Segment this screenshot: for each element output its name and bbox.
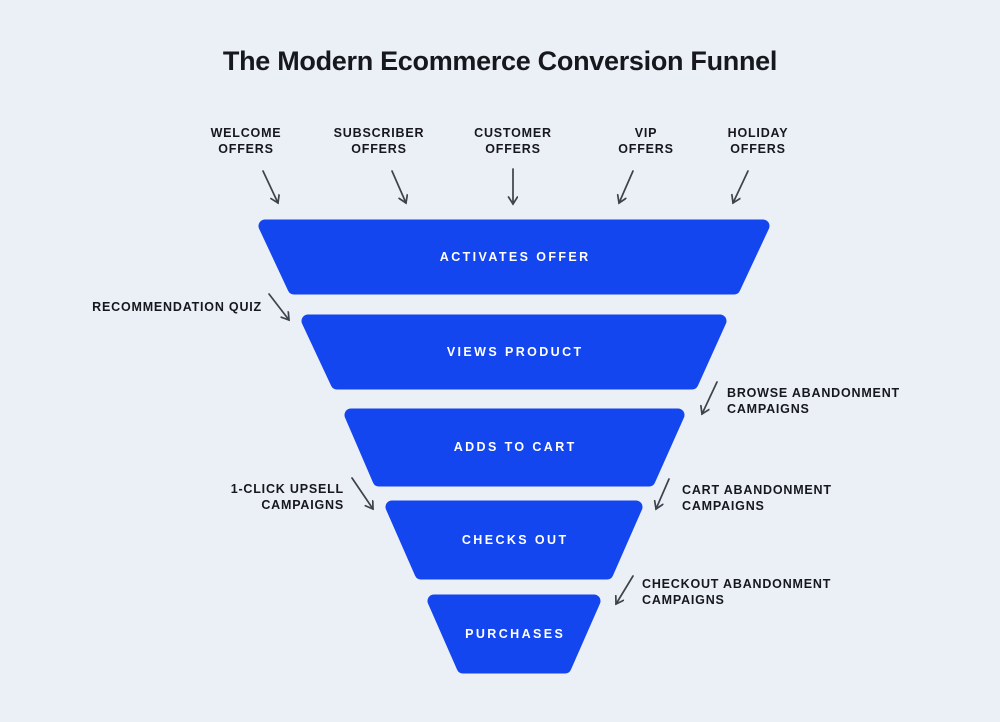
channel-label-subscriber-offers: SUBSCRIBER OFFERS: [304, 126, 454, 157]
arrow-welcome-offers: [262, 170, 278, 203]
annotation-checkout-abandonment: CHECKOUT ABANDONMENT CAMPAIGNS: [642, 577, 882, 608]
channel-label-customer-offers: CUSTOMER OFFERS: [438, 126, 588, 157]
annotation-line: CHECKOUT ABANDONMENT: [642, 577, 832, 591]
channel-label-line: SUBSCRIBER: [333, 126, 425, 140]
annotation-browse-abandonment: BROWSE ABANDONMENT CAMPAIGNS: [727, 386, 957, 417]
channel-label-welcome-offers: WELCOME OFFERS: [171, 126, 321, 157]
annotation-line: CAMPAIGNS: [727, 401, 810, 416]
annotation-cart-abandonment: CART ABANDONMENT CAMPAIGNS: [682, 483, 912, 514]
funnel-stage-label-views-product: VIEWS PRODUCT: [446, 345, 584, 359]
arrow-cart-abandonment: [656, 478, 670, 509]
arrow-vip-offers: [619, 170, 634, 203]
annotation-recommendation-quiz: RECOMMENDATION QUIZ: [62, 300, 262, 316]
channel-label-line: HOLIDAY: [727, 126, 789, 140]
arrow-one-click-upsell: [351, 477, 373, 509]
channel-label-vip-offers: VIP OFFERS: [571, 126, 721, 157]
funnel-stage-label-adds-to-cart: ADDS TO CART: [453, 440, 577, 454]
arrow-holiday-offers: [733, 170, 749, 203]
channel-label-line: OFFERS: [730, 141, 786, 156]
annotation-line: 1-CLICK UPSELL: [230, 482, 344, 496]
annotation-line: BROWSE ABANDONMENT: [727, 386, 900, 400]
channel-label-line: VIP: [634, 126, 658, 140]
channel-label-line: WELCOME: [210, 126, 282, 140]
annotation-line: RECOMMENDATION QUIZ: [92, 300, 262, 314]
annotation-line: CART ABANDONMENT: [682, 483, 832, 497]
arrow-recommendation-quiz: [268, 293, 289, 320]
channel-label-line: OFFERS: [618, 141, 674, 156]
funnel-stage-label-purchases: PURCHASES: [465, 627, 566, 641]
page-title: The Modern Ecommerce Conversion Funnel: [222, 46, 778, 76]
arrow-subscriber-offers: [391, 170, 406, 203]
channel-label-line: OFFERS: [351, 141, 407, 156]
arrow-checkout-abandonment: [616, 575, 634, 604]
channel-label-line: CUSTOMER: [474, 126, 552, 140]
channel-label-holiday-offers: HOLIDAY OFFERS: [683, 126, 833, 157]
annotation-line: CAMPAIGNS: [642, 592, 725, 607]
annotation-one-click-upsell: 1-CLICK UPSELL CAMPAIGNS: [144, 482, 344, 513]
channel-label-line: OFFERS: [218, 141, 274, 156]
annotation-line: CAMPAIGNS: [261, 497, 344, 512]
funnel-stage-label-activates-offer: ACTIVATES OFFER: [439, 250, 591, 264]
funnel-stage-label-checks-out: CHECKS OUT: [461, 533, 569, 547]
channel-label-line: OFFERS: [485, 141, 541, 156]
annotation-line: CAMPAIGNS: [682, 498, 765, 513]
arrow-browse-abandonment: [702, 381, 718, 414]
